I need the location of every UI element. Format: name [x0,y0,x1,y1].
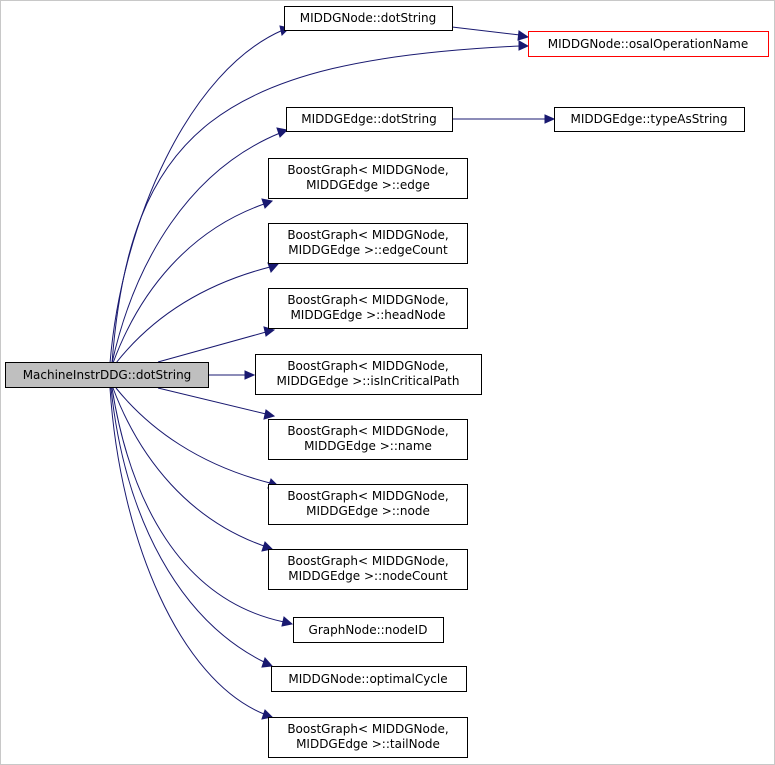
edge-root-to-boostgraph-isincriticalpath [208,370,256,380]
node-box [268,717,468,758]
edge-middgnode-dotstring-to-osal-operation-name [451,26,530,41]
edge-arrowhead [261,198,274,209]
node-label-line1: BoostGraph< MIDDGNode, [287,359,448,373]
node-boostgraph-node[interactable]: BoostGraph< MIDDGNode, MIDDGEdge >::node [268,484,468,525]
edge-root-to-osal-operation-name [111,40,530,364]
node-middgnode-optimal-cycle[interactable]: MIDDGNode::optimalCycle [271,666,467,692]
edge-line [115,266,271,364]
edge-middgedge-dotstring-to-type-as-string [452,114,556,124]
node-middgnode-osal-operation-name[interactable]: MIDDGNode::osalOperationName [528,31,769,57]
node-label-line2: MIDDGEdge >::edge [306,178,430,192]
edge-arrowhead [261,709,274,720]
edge-arrowhead [263,409,276,420]
edge-line [110,387,265,663]
edge-arrowhead [261,541,274,552]
edge-line [112,387,265,547]
node-box [268,288,468,329]
edge-line [111,387,285,623]
edge-line [115,387,271,484]
edge-arrowhead [517,30,530,41]
edge-line [112,203,265,364]
edge-arrowhead [276,127,289,138]
node-box [293,617,444,643]
node-box [528,31,769,57]
node-middgnode-dotstring[interactable]: MIDDGNode::dotString [284,6,453,31]
node-box [284,6,453,31]
node-label-line2: MIDDGEdge >::nodeCount [288,569,448,583]
edge-root-to-graphnode-nodeid [111,387,294,627]
node-label: MIDDGEdge::typeAsString [570,112,727,126]
edge-line [109,387,265,715]
edge-root-to-boostgraph-tailnode [109,387,274,720]
node-label-line1: BoostGraph< MIDDGNode, [287,722,448,736]
node-label-line2: MIDDGEdge >::headNode [290,308,445,322]
edge-line [451,26,521,36]
node-boostgraph-nodecount[interactable]: BoostGraph< MIDDGNode, MIDDGEdge >::node… [268,549,468,590]
node-box [268,419,468,460]
node-label-line1: BoostGraph< MIDDGNode, [287,293,448,307]
edge-root-to-boostgraph-nodecount [112,387,274,552]
node-machineinstrddg-dotstring[interactable]: MachineInstrDDG::dotString [5,362,209,388]
node-box [286,107,453,132]
node-label-line1: BoostGraph< MIDDGNode, [287,424,448,438]
node-label: GraphNode::nodeID [309,623,428,637]
node-boostgraph-headnode[interactable]: BoostGraph< MIDDGNode, MIDDGEdge >::head… [268,288,468,329]
edge-root-to-boostgraph-name [157,387,276,420]
node-box [268,158,468,199]
edge-line [109,29,284,364]
node-box [268,484,468,525]
node-label-line1: BoostGraph< MIDDGNode, [287,163,448,177]
node-box [255,354,482,395]
edge-root-to-middgedge-dotstring [111,127,289,364]
node-label: MIDDGNode::optimalCycle [288,672,447,686]
node-label-line2: MIDDGEdge >::node [306,504,430,518]
edge-root-to-boostgraph-node [115,387,280,489]
node-label-line2: MIDDGEdge >::name [304,439,432,453]
node-middgedge-type-as-string[interactable]: MIDDGEdge::typeAsString [554,107,745,132]
edge-root-to-boostgraph-edge [112,198,274,364]
node-label-line1: BoostGraph< MIDDGNode, [287,489,448,503]
node-boostgraph-edge[interactable]: BoostGraph< MIDDGNode, MIDDGEdge >::edge [268,158,468,199]
nodes-layer: MachineInstrDDG::dotString MIDDGNode::do… [5,6,769,758]
node-middgedge-dotstring[interactable]: MIDDGEdge::dotString [286,107,453,132]
node-box [268,223,468,264]
edge-arrowhead [244,370,256,380]
node-boostgraph-name[interactable]: BoostGraph< MIDDGNode, MIDDGEdge >::name [268,419,468,460]
edge-arrowhead [544,114,556,124]
edge-root-to-optimal-cycle [110,387,274,668]
node-label: MachineInstrDDG::dotString [23,368,192,382]
node-label-line1: BoostGraph< MIDDGNode, [287,228,448,242]
node-box [268,549,468,590]
node-label-line1: BoostGraph< MIDDGNode, [287,554,448,568]
node-box [554,107,745,132]
node-label: MIDDGEdge::dotString [301,112,436,126]
edges-layer [109,25,556,720]
node-label-line2: MIDDGEdge >::edgeCount [288,243,448,257]
edge-line [157,331,267,363]
edge-line [157,387,267,415]
edge-arrowhead [267,262,280,273]
edge-arrowhead [281,616,294,627]
node-label: MIDDGNode::dotString [300,11,437,25]
edge-arrowhead [518,40,530,51]
node-box [271,666,467,692]
node-box [5,362,209,388]
node-boostgraph-tailnode[interactable]: BoostGraph< MIDDGNode, MIDDGEdge >::tail… [268,717,468,758]
edge-line [111,132,281,364]
node-boostgraph-isincriticalpath[interactable]: BoostGraph< MIDDGNode, MIDDGEdge >::isIn… [255,354,482,395]
node-boostgraph-edgecount[interactable]: BoostGraph< MIDDGNode, MIDDGEdge >::edge… [268,223,468,264]
edge-line [111,45,521,364]
edge-arrowhead [261,657,274,668]
node-graphnode-nodeid[interactable]: GraphNode::nodeID [293,617,444,643]
node-label-line2: MIDDGEdge >::isInCriticalPath [277,374,460,388]
node-label-line2: MIDDGEdge >::tailNode [296,737,440,751]
node-label: MIDDGNode::osalOperationName [548,37,748,51]
